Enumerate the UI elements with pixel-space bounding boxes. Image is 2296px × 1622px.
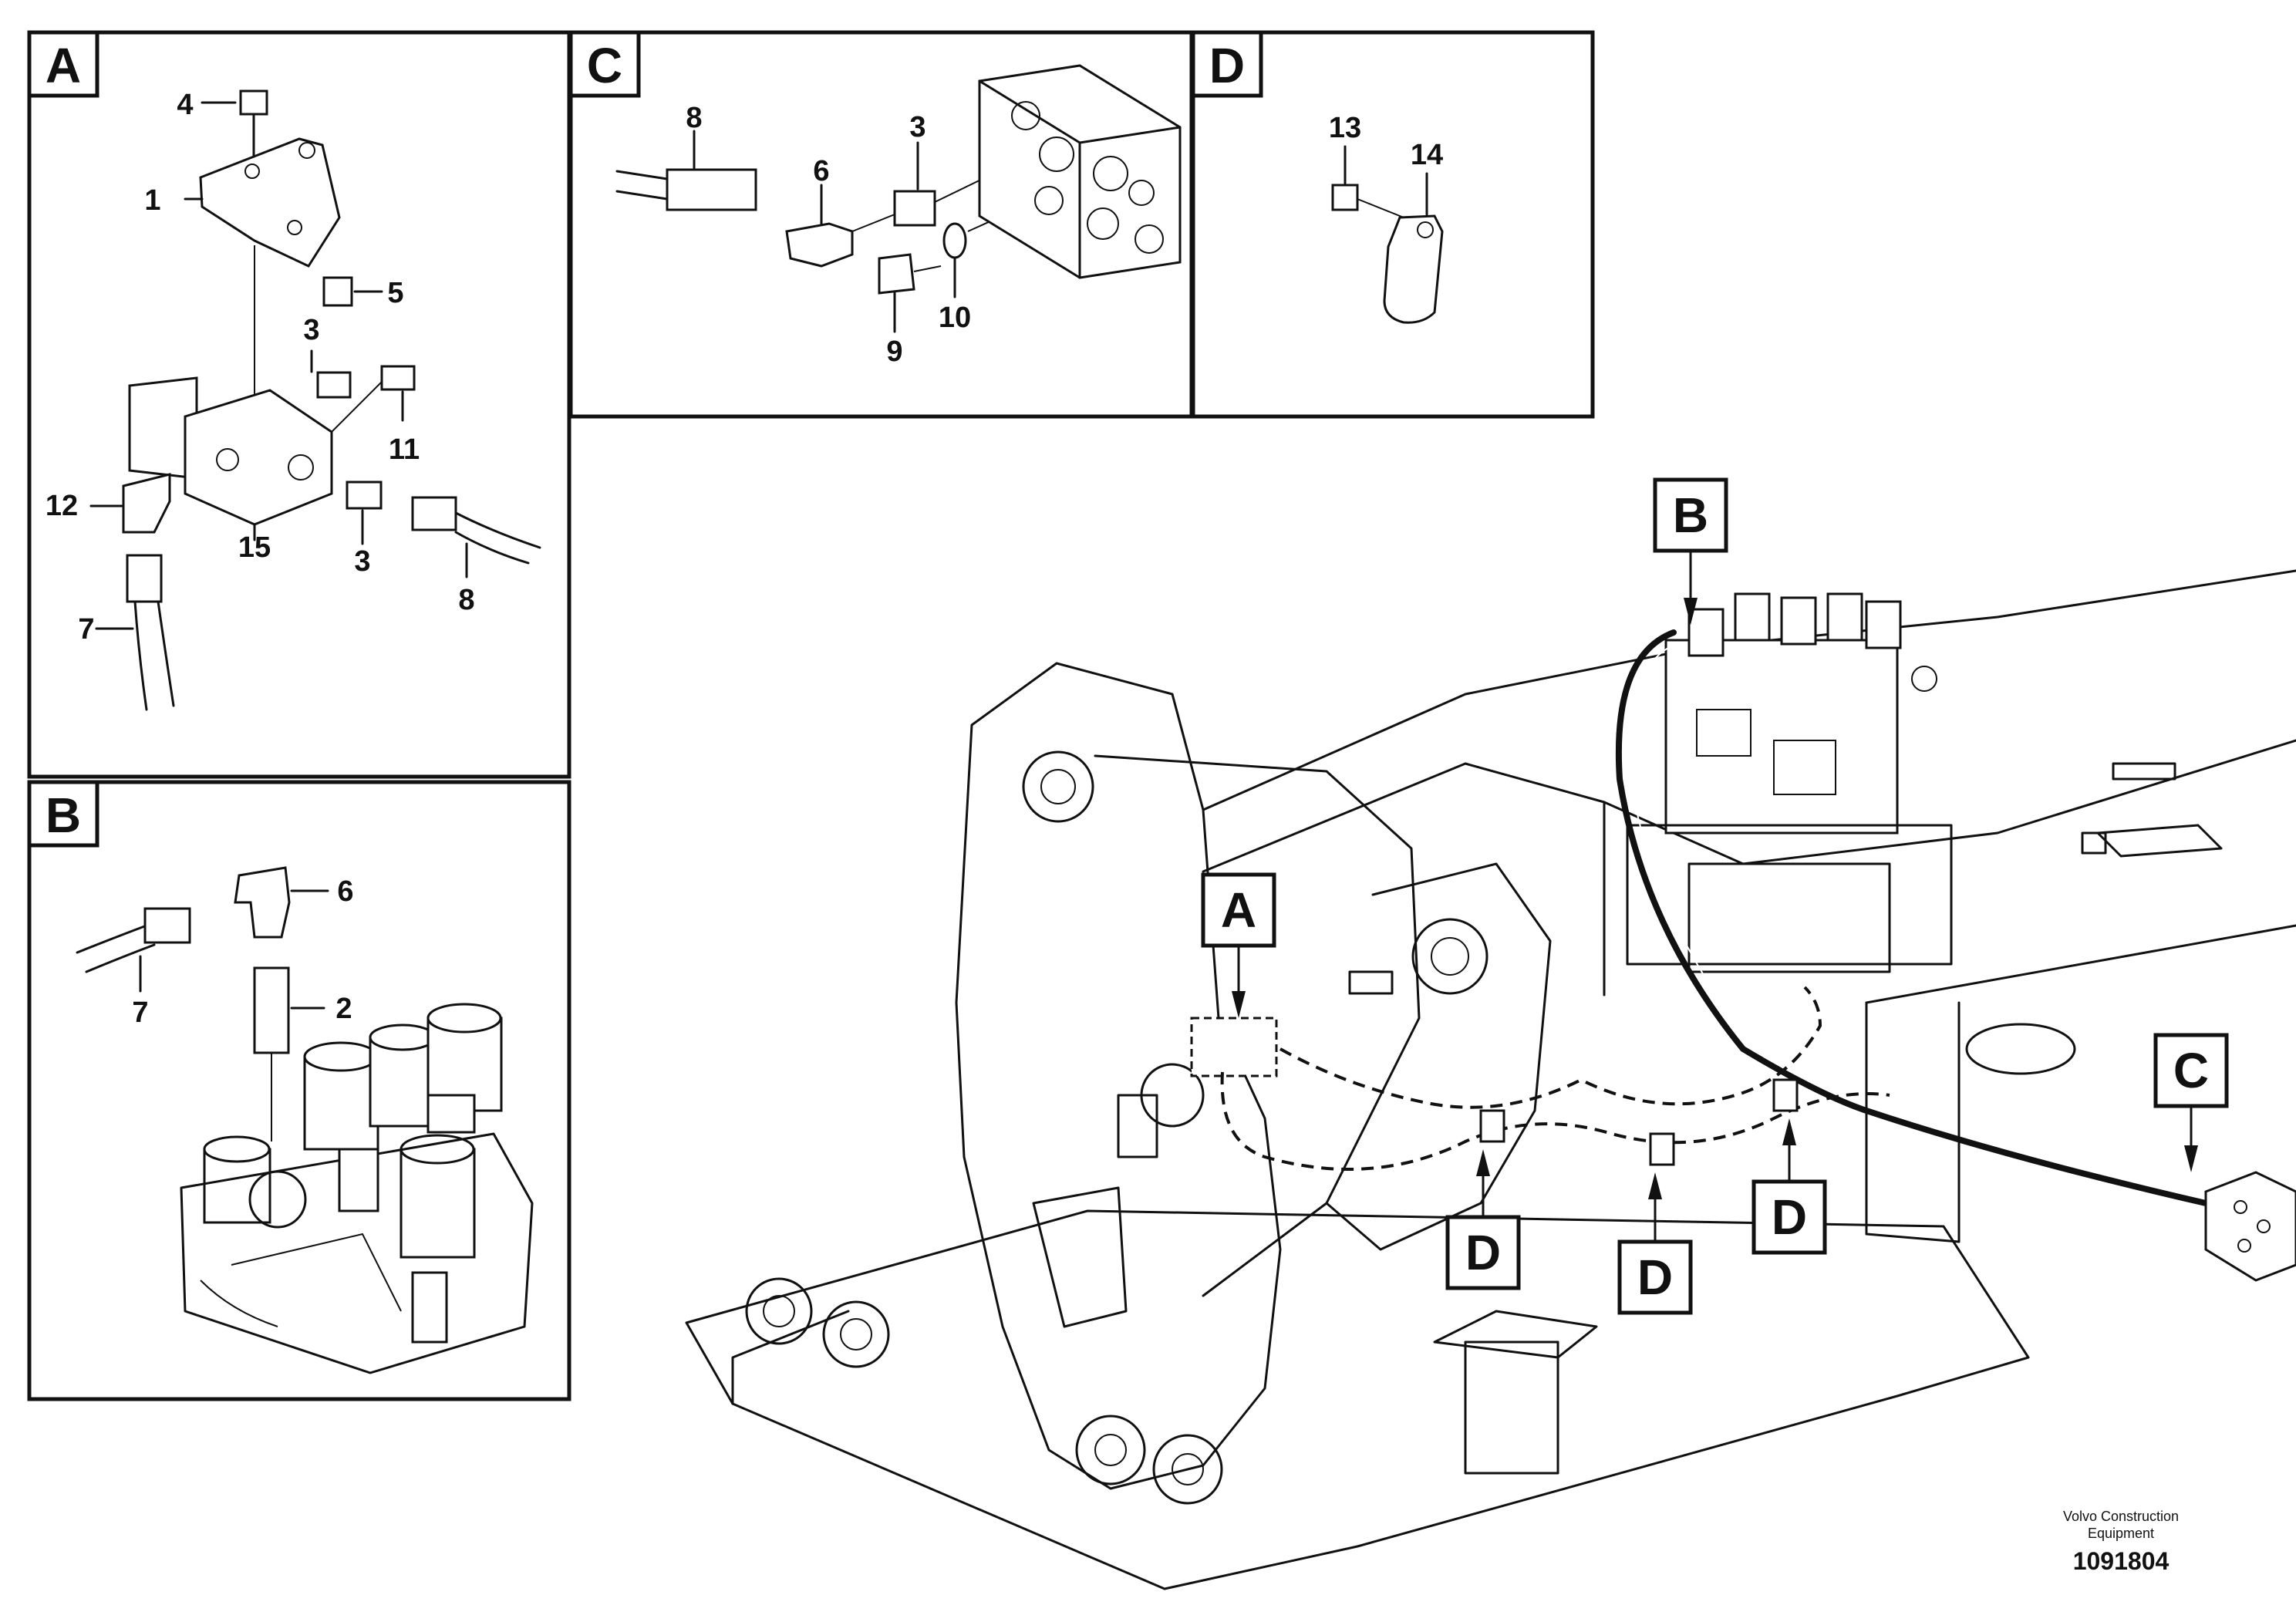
drawing-number: 1091804 <box>2072 1547 2170 1575</box>
panel-c-label: C <box>587 38 622 93</box>
svg-text:D: D <box>1637 1249 1673 1305</box>
callout-12: 12 <box>46 490 78 522</box>
panel-d: D 13 14 <box>1191 30 1595 419</box>
main-assembly-view: B A C D D D <box>685 477 2296 1590</box>
callout-14: 14 <box>1411 139 1443 171</box>
marker-a: A <box>1201 872 1276 1018</box>
company-line-1: Volvo Construction <box>2062 1509 2180 1524</box>
panel-a-label: A <box>46 38 81 93</box>
svg-text:D: D <box>1465 1225 1501 1280</box>
callout-15: 15 <box>238 531 271 564</box>
callout-3-lower: 3 <box>354 545 370 578</box>
callout-6: 6 <box>337 875 353 908</box>
svg-text:B: B <box>1673 487 1708 543</box>
callout-9: 9 <box>886 336 902 368</box>
panel-b-label: B <box>46 787 81 843</box>
callout-7: 7 <box>78 613 94 646</box>
svg-text:C: C <box>2173 1043 2209 1098</box>
callout-13: 13 <box>1329 112 1361 144</box>
callout-6-c: 6 <box>813 155 829 187</box>
callout-4: 4 <box>177 89 193 121</box>
panel-c: C 8 6 3 9 10 <box>568 30 1194 419</box>
marker-c: C <box>2153 1033 2229 1172</box>
callout-10: 10 <box>939 302 971 334</box>
callout-8-c: 8 <box>686 102 702 134</box>
panel-d-label: D <box>1209 38 1245 93</box>
callout-1: 1 <box>144 184 160 217</box>
marker-b: B <box>1653 477 1728 625</box>
callout-5: 5 <box>387 277 403 309</box>
callout-7-b: 7 <box>132 996 148 1029</box>
svg-text:A: A <box>1221 882 1256 938</box>
callout-3-c: 3 <box>909 111 925 143</box>
marker-d-2: D <box>1617 1172 1693 1315</box>
callout-8: 8 <box>458 584 474 616</box>
panel-a: A <box>27 30 571 779</box>
marker-d-3: D <box>1752 1118 1827 1255</box>
company-line-2: Equipment <box>2087 1526 2155 1541</box>
callout-2: 2 <box>335 993 352 1025</box>
callout-3-upper: 3 <box>303 314 319 346</box>
marker-d-1: D <box>1445 1149 1521 1290</box>
svg-text:D: D <box>1772 1189 1807 1245</box>
callout-11: 11 <box>389 433 420 466</box>
panel-b: B 6 2 7 <box>27 780 571 1401</box>
company-name: Volvo Construction Equipment <box>2028 1508 2213 1542</box>
